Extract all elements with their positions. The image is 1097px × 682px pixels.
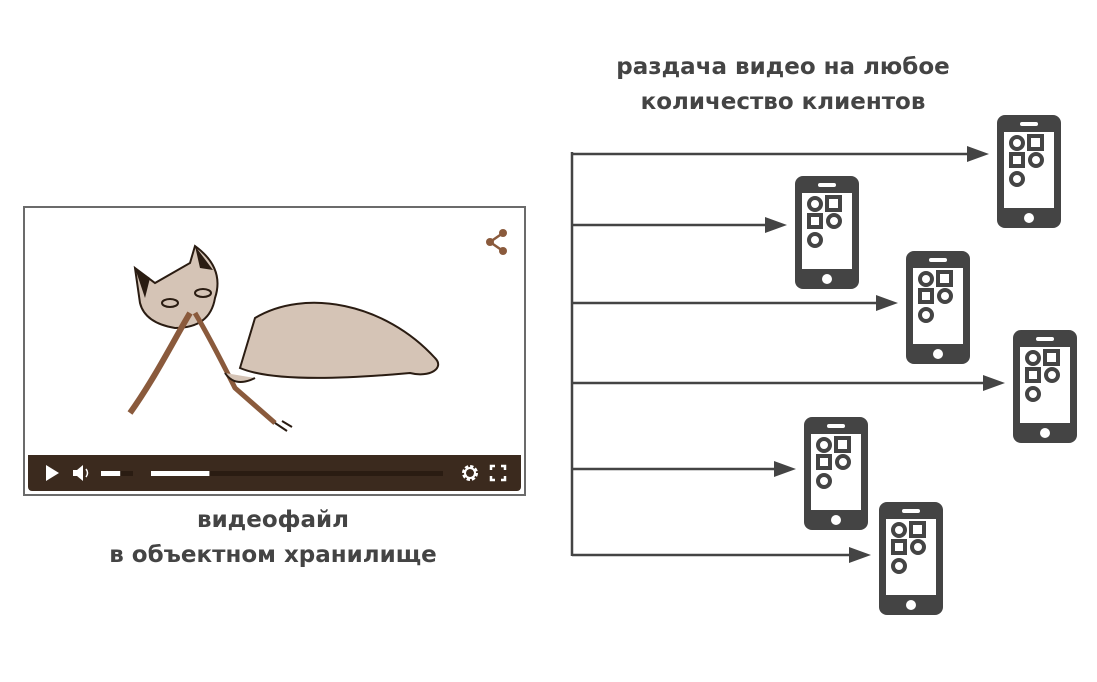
volume-icon[interactable]: [73, 465, 89, 481]
arrow: [572, 461, 796, 477]
arrow: [572, 375, 1005, 391]
phone-client-icon: [1013, 330, 1077, 443]
phone-client-icon: [997, 115, 1061, 228]
cat-illustration: [127, 244, 440, 432]
arrow: [572, 217, 787, 233]
clients-caption: раздача видео на любое количество клиент…: [616, 54, 950, 115]
phone-client-icon: [804, 417, 868, 530]
arrow: [572, 547, 871, 563]
progress-fill: [151, 471, 210, 476]
volume-level: [101, 471, 121, 476]
settings-icon[interactable]: [462, 465, 478, 481]
video-player: [23, 206, 526, 496]
control-bar: [28, 455, 521, 491]
phone-client-icon: [879, 502, 943, 615]
share-icon[interactable]: [485, 228, 509, 256]
arrow: [572, 146, 989, 162]
play-icon[interactable]: [46, 465, 59, 481]
phone-client-icon: [906, 251, 970, 364]
storage-caption: видеофайл в объектном хранилище: [109, 507, 437, 568]
arrow: [572, 295, 898, 311]
phone-client-icon: [795, 176, 859, 289]
progress-bar[interactable]: [151, 471, 443, 476]
fullscreen-icon[interactable]: [489, 464, 507, 482]
